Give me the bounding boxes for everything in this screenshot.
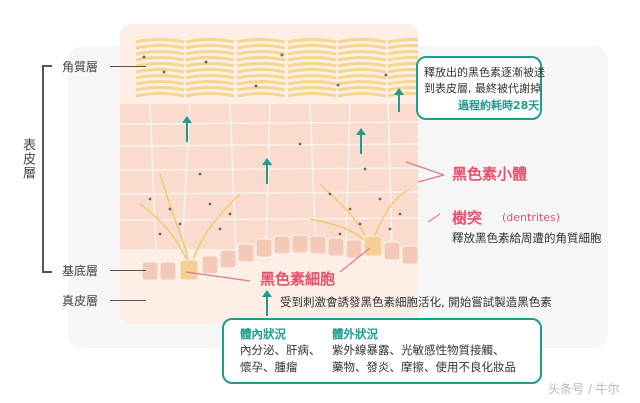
dendrites-description: 釋放黑色素給周遭的角質細胞: [452, 231, 602, 245]
arrow-up-icon: [182, 116, 192, 142]
leader-line: [110, 66, 146, 67]
leader-line: [110, 270, 146, 271]
dendrites-english-label: (dentrites): [502, 211, 561, 224]
spinous-layer-graphic: [120, 103, 418, 250]
info-line-2: 到表皮層, 最終被代謝掉: [424, 82, 541, 95]
metabolism-info-box: 釋放出的黑色素逐漸被送 到表皮層, 最終被代謝掉 過程約耗時28天: [416, 56, 545, 120]
epidermis-label: 表皮層: [20, 138, 35, 180]
basal-layer-label: 基底層: [62, 264, 99, 278]
internal-title: 體內狀況: [240, 327, 286, 341]
triggers-info-box: 體內狀況 內分泌、肝病、 懷孕、腫瘤 體外狀況 紫外線暴露、光敏感性物質接觸、 …: [222, 318, 542, 384]
melanocyte-label: 黑色素細胞: [260, 270, 336, 288]
melanosome-label: 黑色素小體: [452, 165, 528, 183]
info-highlight: 過程約耗時28天: [458, 99, 540, 112]
info-line-1: 釋放出的黑色素逐漸被送: [424, 66, 545, 79]
stimulus-description: 受到刺激會誘發黑色素細胞活化, 開始嘗試製造黑色素: [280, 295, 552, 309]
basal-cells-graphic: [141, 234, 418, 281]
internal-line-2: 懷孕、腫瘤: [240, 360, 298, 374]
arrow-up-icon: [394, 88, 404, 112]
external-title: 體外狀況: [332, 327, 378, 341]
external-line-2: 藥物、發炎、摩擦、使用不良化妝品: [332, 360, 516, 374]
arrow-up-icon: [262, 290, 272, 316]
arrow-up-icon: [356, 128, 366, 154]
stratum-corneum-graphic: [135, 38, 418, 110]
stratum-corneum-label: 角質層: [62, 60, 99, 74]
skin-illustration: [120, 24, 418, 324]
arrow-up-icon: [262, 158, 272, 184]
skin-layers-graphic: [120, 38, 418, 281]
external-line-1: 紫外線暴露、光敏感性物質接觸、: [332, 343, 505, 357]
dendrites-label: 樹突: [452, 209, 483, 227]
watermark: 头条号 / 牛尔: [548, 382, 620, 396]
leader-line: [110, 300, 146, 301]
internal-line-1: 內分泌、肝病、: [240, 343, 321, 357]
epidermis-bracket: [42, 65, 52, 273]
melanosome-dots: [148, 142, 402, 236]
dermis-label: 真皮層: [62, 294, 99, 308]
